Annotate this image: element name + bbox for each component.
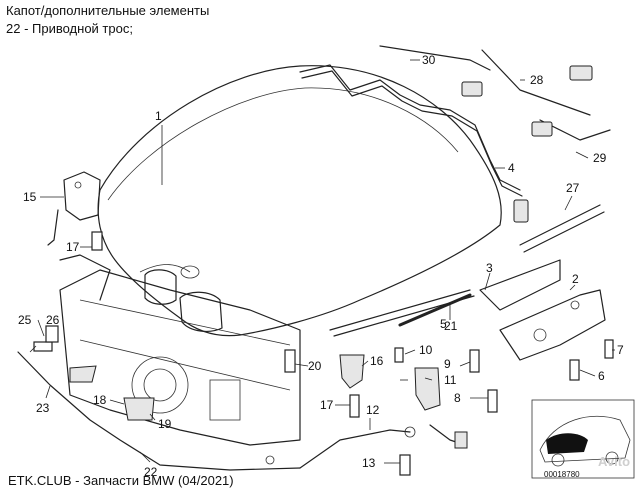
callout-30: 30 [422, 53, 436, 67]
callout-25: 25 [18, 313, 32, 327]
seal-rubber-part[interactable] [299, 45, 611, 253]
diagram-number: 00018780 [544, 470, 580, 479]
callout-22: 22 [144, 465, 158, 479]
gas-strut-part[interactable] [329, 289, 475, 337]
callout-18: 18 [93, 393, 107, 407]
callout-20: 20 [308, 359, 322, 373]
clip-parts[interactable] [461, 65, 593, 223]
callout-13: 13 [362, 456, 376, 470]
callout-16: 16 [370, 354, 384, 368]
callout-21: 21 [444, 319, 458, 333]
callout-4: 4 [508, 161, 515, 175]
callout-12: 12 [366, 403, 380, 417]
source-footer: ETK.CLUB - Запчасти BMW (04/2021) [8, 473, 234, 488]
watermark-text: Avito [598, 454, 630, 469]
callout-26: 26 [46, 313, 60, 327]
callout-27: 27 [566, 181, 580, 195]
hinge-right-part[interactable] [479, 259, 606, 361]
callout-3: 3 [486, 261, 493, 275]
callout-7: 7 [617, 343, 624, 357]
leader-lines [29, 59, 615, 464]
hood-lock-part[interactable] [69, 354, 441, 421]
callout-6: 6 [598, 369, 605, 383]
callout-2: 2 [572, 272, 579, 286]
callout-labels: 1 2 3 4 5 6 7 8 9 10 11 12 13 15 16 17 1… [18, 53, 624, 479]
callout-17a: 17 [66, 240, 80, 254]
release-cable-part[interactable] [17, 351, 468, 471]
hood-part[interactable] [97, 65, 502, 337]
car-thumbnail: Avito [531, 399, 635, 479]
callout-29: 29 [593, 151, 607, 165]
callout-15: 15 [23, 190, 37, 204]
hinge-bracket-left[interactable] [47, 171, 101, 246]
front-panel-part[interactable] [59, 254, 301, 446]
callout-10: 10 [419, 343, 433, 357]
page-title: Капот/дополнительные элементы [6, 3, 210, 18]
bolt-parts[interactable] [33, 231, 614, 476]
callout-1: 1 [155, 109, 162, 123]
callout-19: 19 [158, 417, 172, 431]
callout-5: 5 [440, 317, 447, 331]
callout-28: 28 [530, 73, 544, 87]
callout-17b: 17 [320, 398, 334, 412]
callout-8: 8 [454, 391, 461, 405]
callout-23: 23 [36, 401, 50, 415]
callout-11: 11 [444, 373, 457, 387]
page-subtitle: 22 - Приводной трос; [6, 21, 133, 36]
callout-9: 9 [444, 357, 451, 371]
